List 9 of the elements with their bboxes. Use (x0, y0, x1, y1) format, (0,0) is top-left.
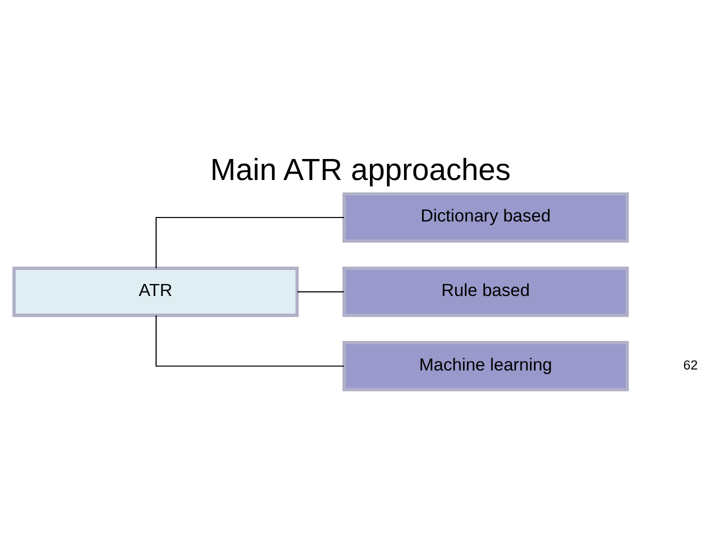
node-box: Machine learning (342, 340, 628, 391)
node-box: Dictionary based (342, 192, 628, 242)
diagram-title: Main ATR approaches (210, 152, 510, 187)
connector (155, 314, 344, 366)
node-box: Rule based (342, 266, 628, 316)
label: 62 (682, 357, 698, 372)
node-box: ATR (12, 266, 298, 316)
connector (155, 216, 344, 268)
connector (296, 290, 344, 292)
